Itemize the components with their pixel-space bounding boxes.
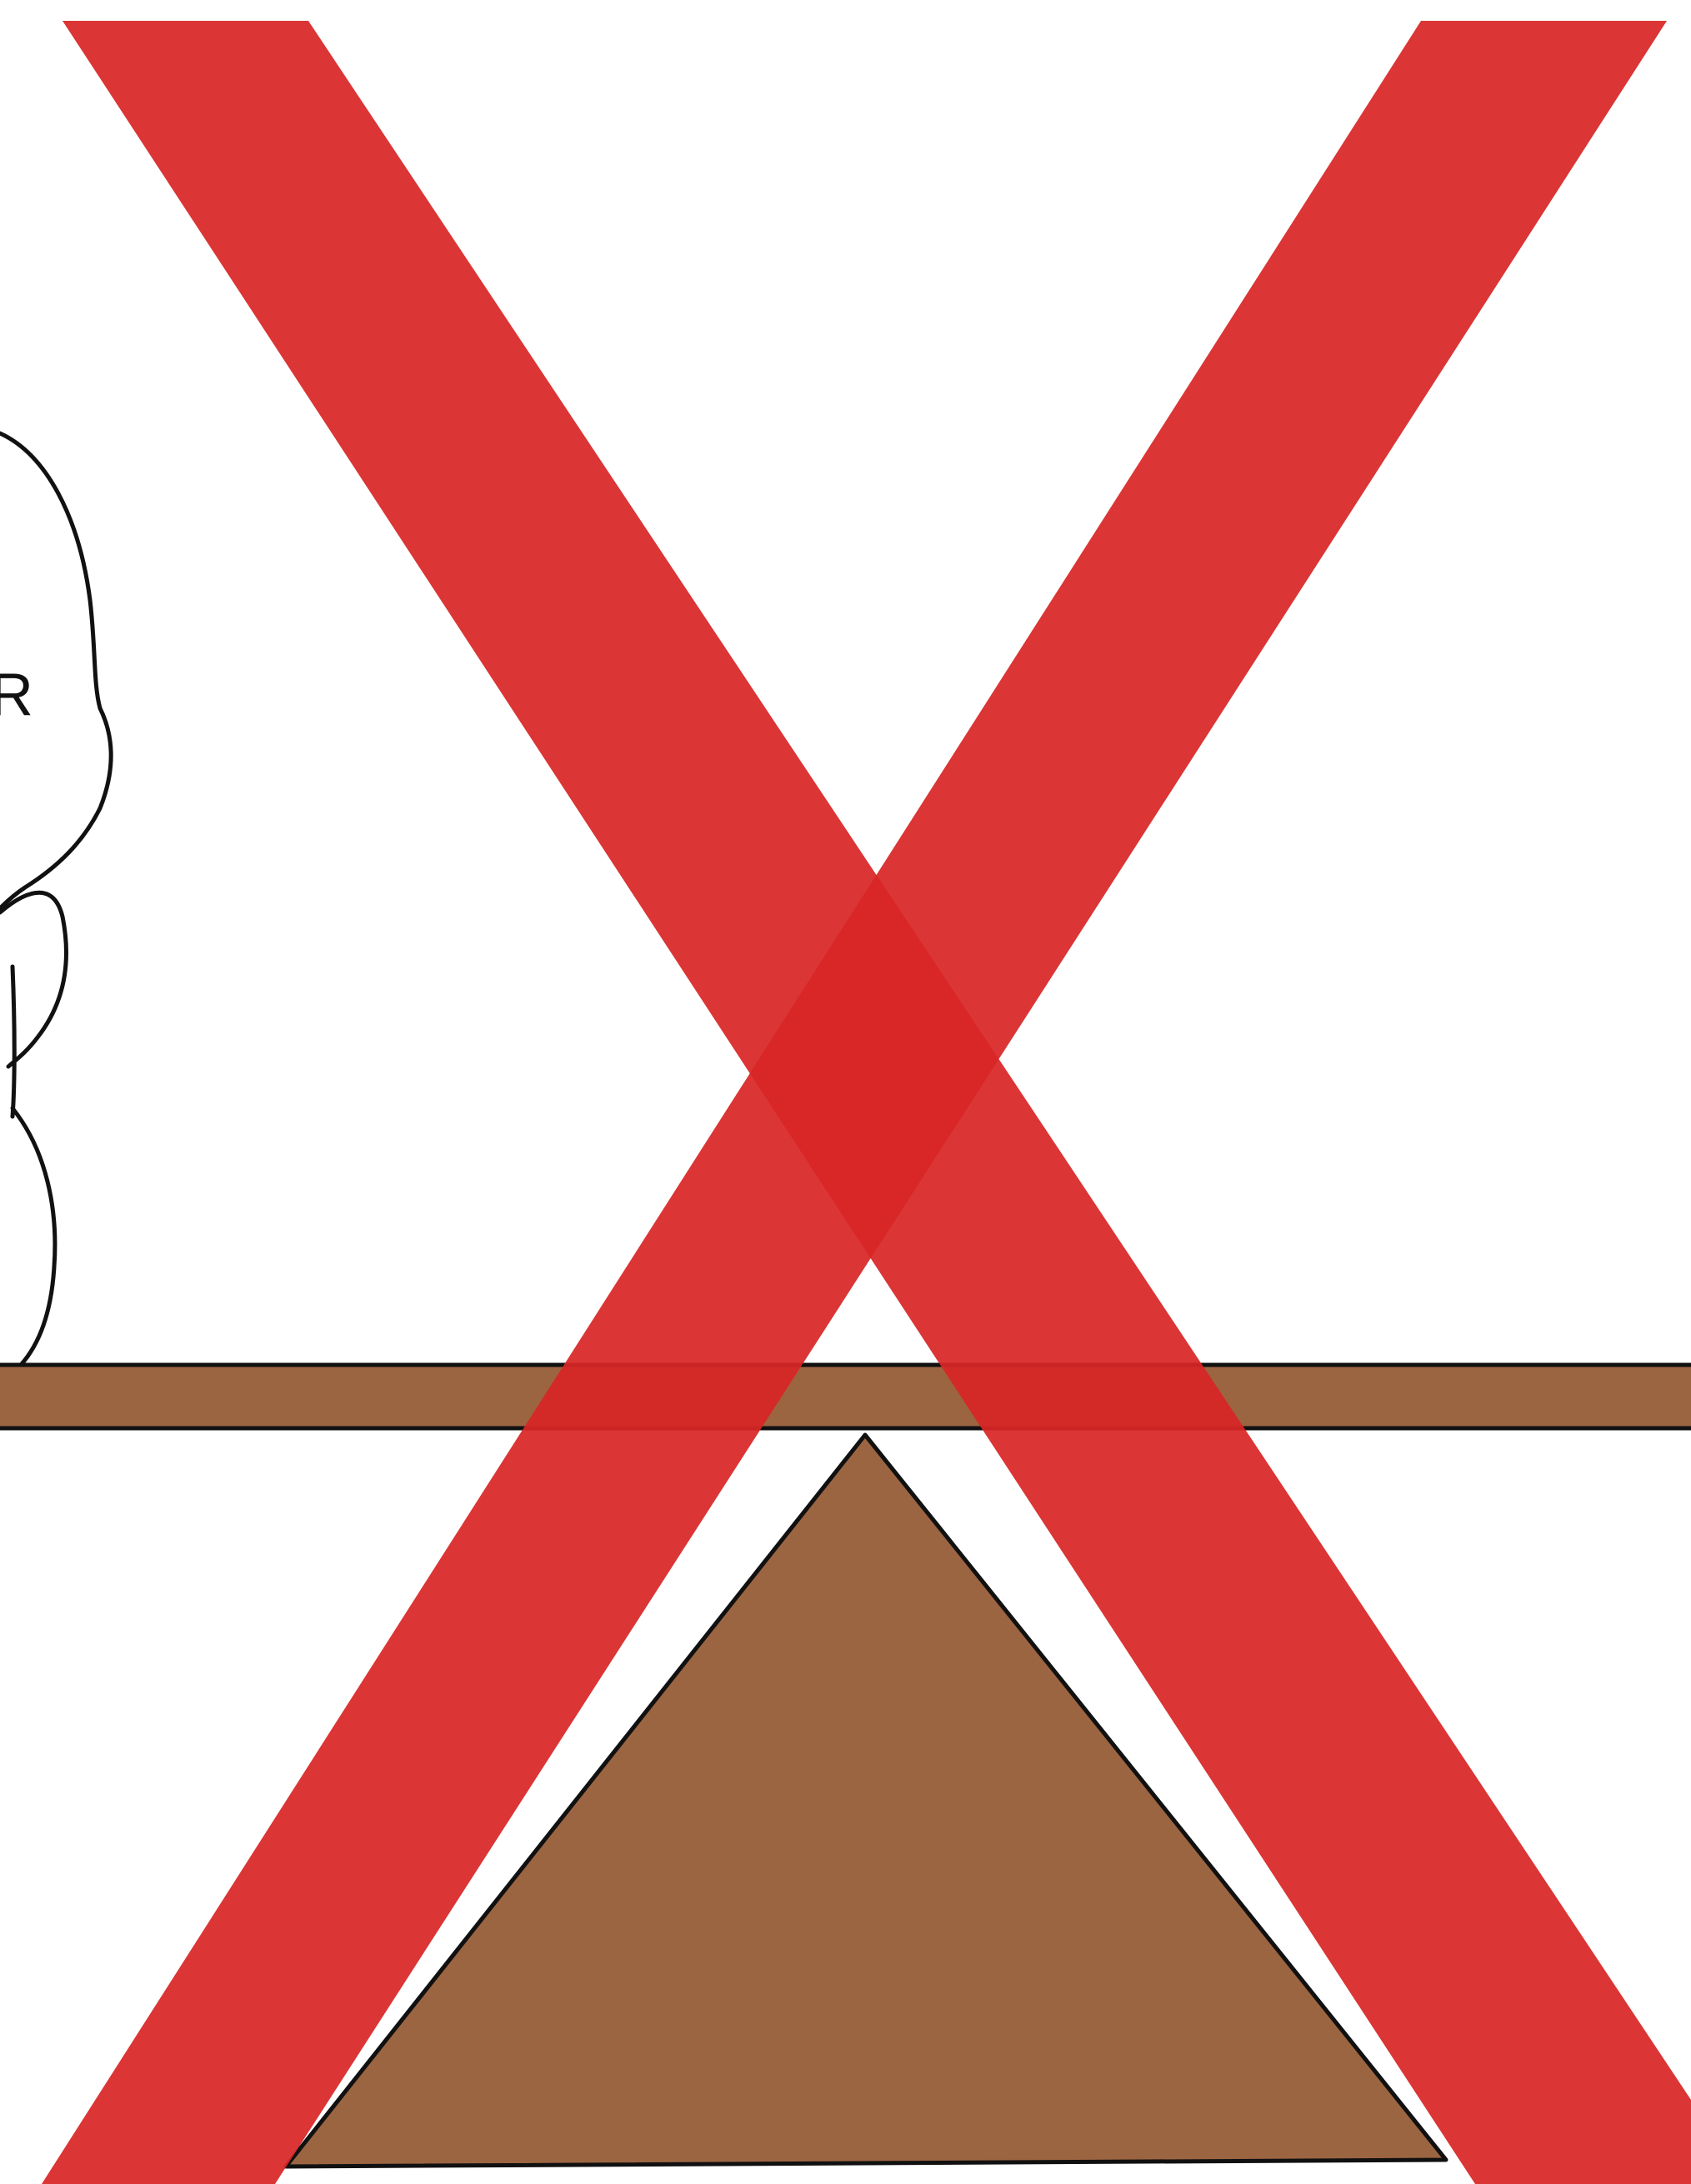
cartoon-figure (0, 433, 111, 1365)
seesaw-plank (0, 1365, 1691, 1428)
figure-leg-outline (13, 1108, 55, 1365)
figure-arm-outline (0, 892, 67, 1067)
figure-body-line (13, 967, 14, 1117)
figure-label: R (0, 662, 33, 728)
